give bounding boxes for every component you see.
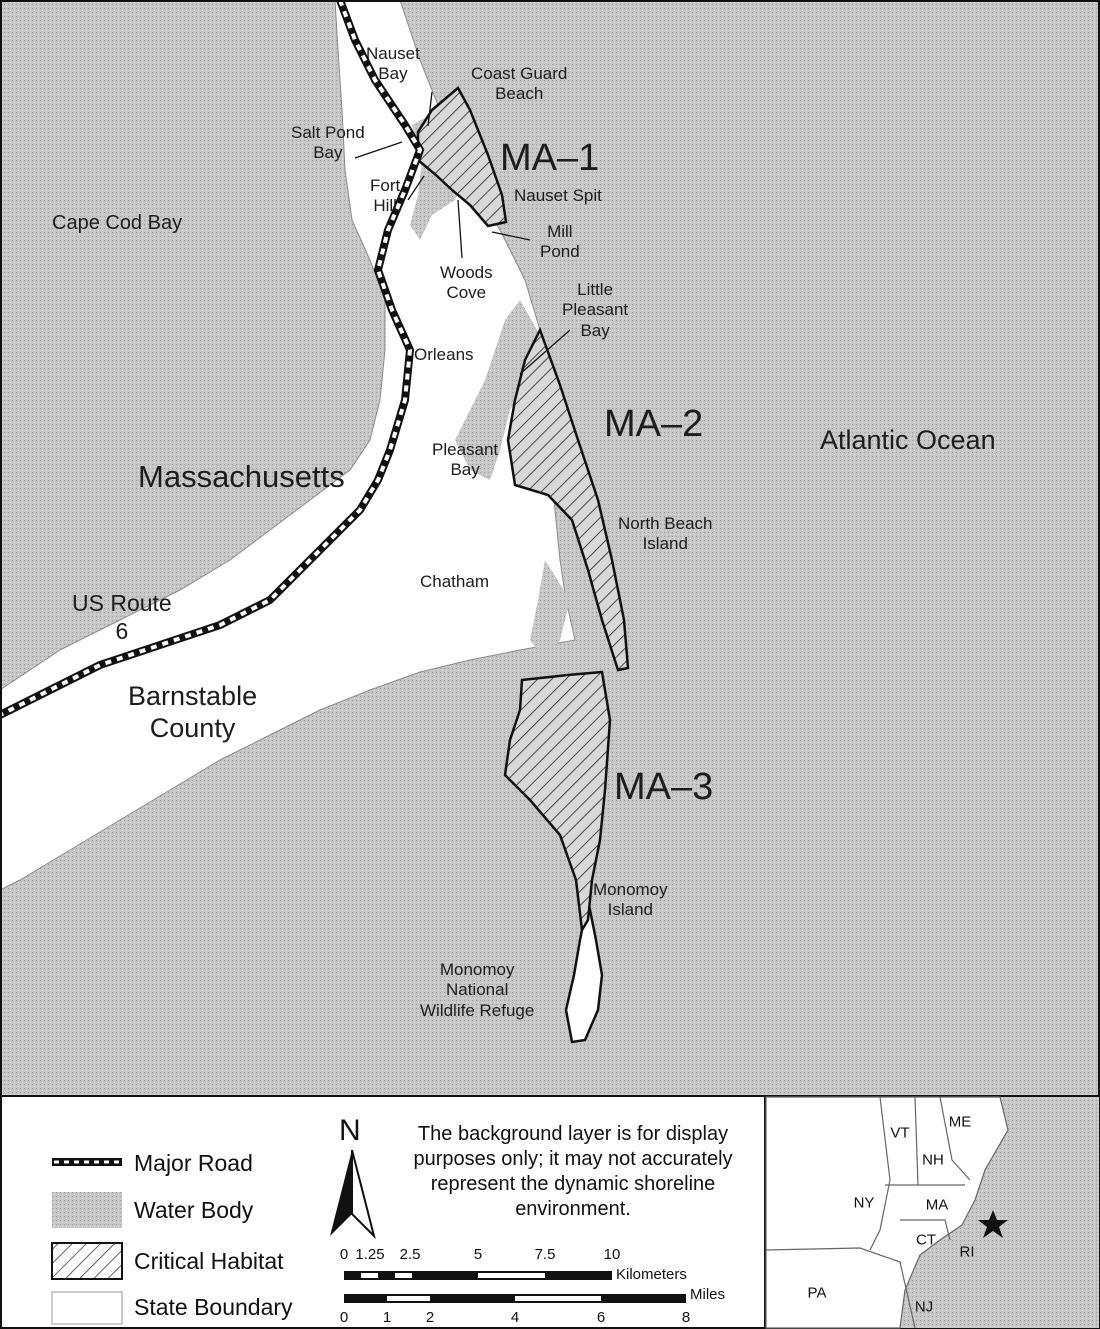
- legend-critical-habitat-label: Critical Habitat: [134, 1248, 284, 1274]
- scale-mi-tick: 0: [339, 1309, 349, 1326]
- us-route-6-label: US Route 6: [72, 590, 172, 644]
- legend-water-body-label: Water Body: [134, 1197, 254, 1223]
- scale-mi-tick: 8: [681, 1309, 691, 1326]
- woods-cove-label: Woods Cove: [440, 263, 493, 303]
- inset-state-ct: CT: [916, 1231, 936, 1249]
- cape-cod-bay-label: Cape Cod Bay: [52, 212, 183, 234]
- habitat-ma-2: [506, 326, 630, 672]
- inset-state-me: ME: [948, 1113, 972, 1131]
- coast-guard-beach-label: Coast Guard Beach: [471, 64, 568, 104]
- barnstable-county-label: Barnstable County: [128, 681, 258, 744]
- pleasant-bay: [455, 300, 540, 480]
- us-route-6-road: [0, 0, 425, 719]
- north-label: N: [339, 1114, 361, 1147]
- north-arrow-icon: [330, 1149, 376, 1240]
- chatham-label: Chatham: [420, 572, 489, 591]
- mill-pond-label: Mill Pond: [540, 222, 580, 262]
- scale-km-unit: Kilometers: [616, 1266, 687, 1283]
- habitat-ma-3: [503, 670, 612, 934]
- scale-km-tick: 1.25: [355, 1246, 385, 1263]
- inset-state-ny: NY: [853, 1194, 875, 1212]
- monomoy-island-label: Monomoy Island: [593, 880, 668, 920]
- scale-km-tick: 7.5: [534, 1246, 556, 1263]
- habitat-unit-ma-2-label: MA–2: [604, 403, 704, 445]
- habitat-unit-ma-1-label: MA–1: [500, 137, 600, 179]
- location-star-icon: [978, 1210, 1008, 1238]
- scale-km-tick: 5: [473, 1246, 483, 1263]
- salt-pond-bay-label: Salt Pond Bay: [291, 123, 365, 163]
- inset-map: [765, 1096, 1099, 1329]
- fort-hill-label: Fort Hill: [370, 176, 401, 216]
- legend-symbol-major-road: [52, 1158, 122, 1166]
- label-leaders: [354, 91, 571, 375]
- inset-state-nj: NJ: [914, 1298, 934, 1316]
- monomoy-refuge-label: Monomoy National Wildlife Refuge: [420, 960, 535, 1020]
- scale-km-tick: 2.5: [399, 1246, 421, 1263]
- massachusetts-label: Massachusetts: [138, 459, 345, 494]
- scale-mi-unit: Miles: [690, 1286, 726, 1303]
- nauset-spit-label: Nauset Spit: [514, 186, 602, 205]
- nauset-bay-label: Nauset Bay: [366, 44, 420, 84]
- legend-symbol-state-boundary: [51, 1291, 123, 1325]
- scale-km-tick: 0: [339, 1246, 349, 1263]
- inset-state-vt: VT: [890, 1124, 910, 1142]
- inset-state-pa: PA: [807, 1284, 827, 1302]
- scale-km-tick: 10: [603, 1246, 621, 1263]
- scale-bar-mi: [344, 1294, 686, 1303]
- legend-major-road-label: Major Road: [134, 1150, 253, 1176]
- scale-mi-tick: 2: [425, 1309, 435, 1326]
- pleasant-bay-label: Pleasant Bay: [432, 440, 499, 480]
- scale-mi-tick: 4: [510, 1309, 520, 1326]
- chatham-harbor: [530, 560, 570, 660]
- inset-state-ma: MA: [925, 1196, 949, 1214]
- scale-mi-tick: 6: [596, 1309, 606, 1326]
- north-beach-island-label: North Beach Island: [618, 514, 713, 554]
- legend-state-boundary-label: State Boundary: [134, 1294, 293, 1320]
- monomoy-island: [564, 899, 604, 1044]
- disclaimer-note: The background layer is for display purp…: [413, 1123, 733, 1220]
- atlantic-ocean-label: Atlantic Ocean: [820, 425, 996, 455]
- inset-state-nh: NH: [922, 1151, 944, 1169]
- habitat-unit-ma-3-label: MA–3: [614, 766, 714, 808]
- scale-mi-tick: 1: [382, 1309, 392, 1326]
- legend-symbol-water-body: [52, 1192, 122, 1228]
- scale-bar-km: [344, 1271, 612, 1280]
- orleans-label: Orleans: [414, 345, 474, 364]
- inset-state-ri: RI: [959, 1243, 975, 1261]
- little-pleasant-bay-label: Little Pleasant Bay: [562, 280, 629, 340]
- legend-symbol-critical-habitat: [51, 1242, 123, 1280]
